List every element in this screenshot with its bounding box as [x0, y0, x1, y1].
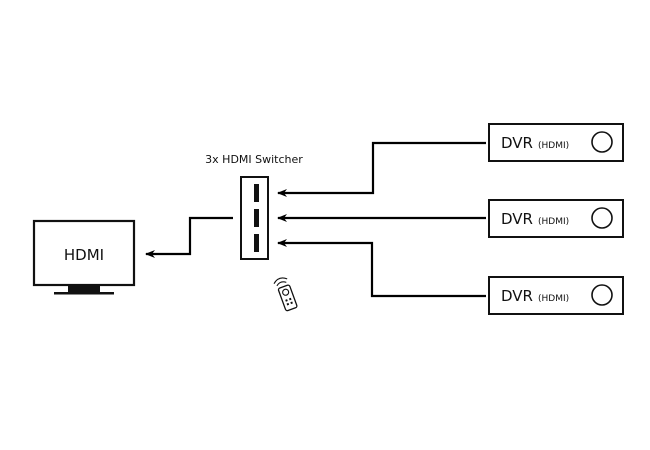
dvr-power-button-icon [591, 131, 613, 153]
dvr-box [488, 276, 624, 315]
dvr-power-button-icon [591, 284, 613, 306]
remote-control-icon [273, 277, 298, 312]
switcher-port-1 [254, 184, 259, 202]
dvr-device-2: DVR (HDMI) [488, 199, 624, 238]
cable-dvr-1-to-switcher [277, 141, 486, 197]
dvr-device-3: DVR (HDMI) [488, 276, 624, 315]
cable-switcher-to-tv [145, 216, 233, 258]
switcher-port-3 [254, 234, 259, 252]
dvr-label: DVR [501, 210, 533, 228]
dvr-sublabel: (HDMI) [538, 217, 569, 227]
tv-stand [68, 285, 100, 292]
switcher-port-2 [254, 209, 259, 227]
dvr-device-1: DVR (HDMI) [488, 123, 624, 162]
dvr-label: DVR [501, 287, 533, 305]
tv-base [54, 292, 114, 295]
dvr-box [488, 123, 624, 162]
hdmi-switcher: 3x HDMI Switcher [205, 153, 303, 260]
dvr-label: DVR [501, 134, 533, 152]
dvr-power-button-icon [591, 207, 613, 229]
tv-label: HDMI [64, 246, 104, 264]
cable-dvr-3-to-switcher [277, 239, 486, 298]
dvr-sublabel: (HDMI) [538, 141, 569, 151]
switcher-caption: 3x HDMI Switcher [205, 153, 303, 166]
dvr-sublabel: (HDMI) [538, 294, 569, 304]
tv-screen [32, 219, 136, 287]
dvr-box [488, 199, 624, 238]
tv: HDMI [32, 219, 136, 295]
